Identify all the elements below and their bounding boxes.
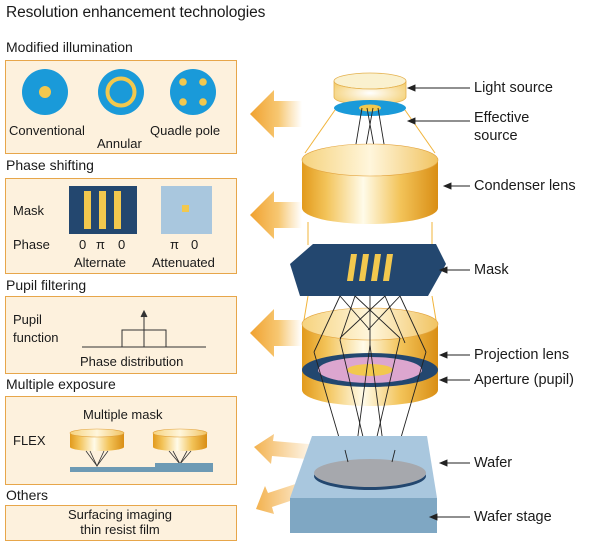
- label-effective: Effective: [474, 110, 530, 126]
- label-mask: Mask: [474, 262, 509, 278]
- arrow-phase-shifting: [250, 191, 302, 239]
- light-source-lamp: [333, 72, 407, 106]
- alternate-phase-pi: π: [96, 237, 105, 252]
- alternate-phase-0b: 0: [118, 237, 126, 252]
- label-phase-row: Phase: [13, 237, 50, 252]
- mask-plate: [290, 244, 446, 296]
- attenuated-phase-pi: π: [170, 237, 179, 252]
- panel-others: [5, 505, 237, 541]
- arrow-modified-illumination: [250, 90, 302, 138]
- label-attenuated: Attenuated: [152, 255, 215, 270]
- alternate-psm-mask-icon: [69, 186, 137, 234]
- label-projection-lens: Projection lens: [474, 347, 570, 363]
- label-quadle-pole: Quadle pole: [150, 123, 221, 138]
- arrow-multiple-exposure: [254, 434, 320, 464]
- heading-modified-illumination: Modified illumination: [6, 39, 133, 55]
- label-light-source: Light source: [474, 80, 553, 96]
- label-pupil: Pupil: [13, 312, 42, 327]
- alternate-phase-0a: 0: [79, 237, 87, 252]
- label-conventional: Conventional: [9, 123, 85, 138]
- label-function: function: [13, 330, 59, 345]
- label-surfacing-imaging: Surfacing imaging: [67, 507, 173, 522]
- pupil-function-plot: [82, 309, 206, 348]
- mask-to-lens-lines: [303, 295, 437, 321]
- source-cone-lines: [304, 109, 436, 154]
- flex-lens-2: [130, 428, 213, 472]
- label-annular: Annular: [97, 136, 142, 151]
- heading-others: Others: [6, 487, 49, 503]
- label-aperture: Aperture (pupil): [474, 372, 574, 388]
- panel-pupil-filtering: [5, 296, 237, 374]
- heading-phase-shifting: Phase shifting: [6, 157, 94, 173]
- aperture-pupil: [302, 353, 438, 387]
- label-multiple-mask: Multiple mask: [83, 407, 163, 422]
- label-wafer-stage: Wafer stage: [474, 509, 552, 525]
- condenser-to-mask-lines: [307, 222, 433, 245]
- diagram-title: Resolution enhancement technologies: [6, 4, 266, 21]
- label-leaders: [406, 84, 470, 521]
- quadrupole-illumination-icon: [170, 69, 216, 115]
- label-flex: FLEX: [13, 433, 46, 448]
- annular-illumination-icon: [98, 69, 144, 115]
- conventional-illumination-icon: [22, 69, 68, 115]
- effective-source-disk: [334, 100, 406, 116]
- wafer-disk: [314, 459, 426, 490]
- heading-pupil-filtering: Pupil filtering: [6, 277, 87, 293]
- label-phase-distribution: Phase distribution: [80, 354, 184, 369]
- label-mask-row: Mask: [13, 203, 45, 218]
- label-alternate: Alternate: [74, 255, 127, 270]
- heading-multiple-exposure: Multiple exposure: [6, 376, 116, 392]
- condenser-lens: [301, 143, 439, 224]
- flex-lens-1: [69, 428, 130, 472]
- attenuated-phase-0: 0: [191, 237, 199, 252]
- label-condenser-lens: Condenser lens: [474, 178, 576, 194]
- label-source: source: [474, 128, 518, 144]
- arrow-pupil-filtering: [250, 309, 302, 357]
- label-thin-resist-film: thin resist film: [80, 522, 160, 537]
- label-wafer: Wafer: [474, 455, 513, 471]
- attenuated-psm-mask-icon: [161, 186, 212, 234]
